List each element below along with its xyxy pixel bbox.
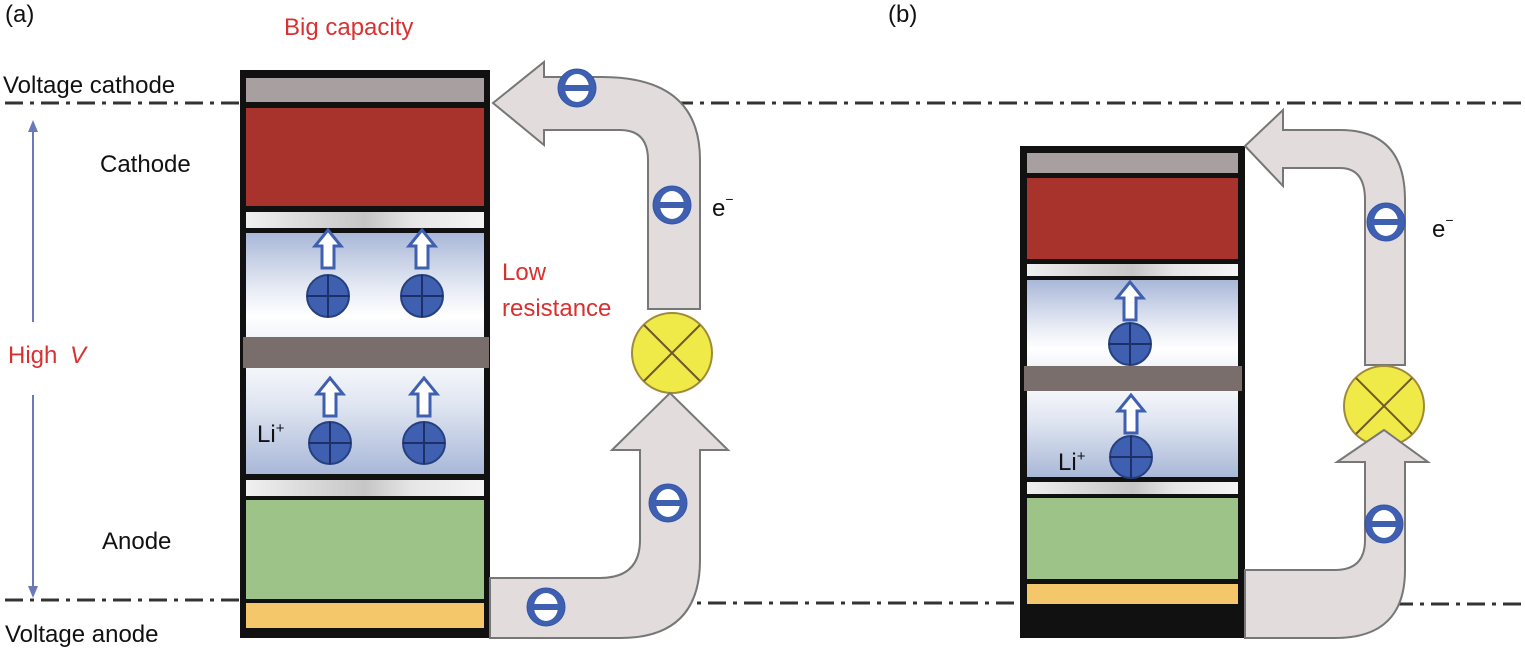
panel-a-label: (a) [5, 1, 34, 28]
electron-icon [648, 483, 688, 523]
high-v-label: High V [8, 342, 88, 369]
electron-icon [652, 185, 692, 225]
low-resistance-line2: resistance [502, 295, 611, 322]
li-ion-label-a: Li+ [257, 420, 285, 448]
electrolyte-top-a [246, 233, 484, 337]
anode-label: Anode [102, 528, 171, 555]
panel-a: (a) Big capacity Voltage cathode Cathode… [3, 1, 734, 648]
anode-layer-b [1027, 498, 1238, 579]
anode-collector-a [246, 603, 484, 628]
arrowhead-up-icon [28, 120, 38, 132]
binder-top-b [1027, 264, 1238, 276]
electron-icon [526, 587, 566, 627]
big-capacity-annotation: Big capacity [284, 14, 413, 41]
cathode-layer-b [1027, 178, 1238, 259]
anode-collector-b [1027, 584, 1238, 604]
anode-layer-a [246, 500, 484, 599]
binder-top-a [246, 212, 484, 228]
electron-flow-arrow-bottom-b [1244, 428, 1432, 639]
separator-b [1024, 366, 1242, 391]
li-ion-label-b: Li+ [1058, 448, 1086, 476]
binder-bottom-a [246, 480, 484, 496]
li-ion-icon [400, 274, 444, 318]
li-ion-icon [306, 274, 350, 318]
voltage-anode-label: Voltage anode [5, 621, 158, 648]
cathode-layer-a [246, 108, 484, 206]
bulb-icon-a [631, 312, 713, 394]
panel-b: (b) Li+ e− [888, 1, 1454, 639]
cathode-label: Cathode [100, 151, 191, 178]
electron-icon [1366, 202, 1406, 242]
li-ion-icon [1108, 322, 1152, 366]
electron-label-a: e− [712, 191, 734, 222]
arrowhead-down-icon [28, 586, 38, 598]
cathode-collector-b [1027, 153, 1238, 173]
electron-flow-arrow-top-a [491, 59, 701, 310]
electron-flow-arrow-bottom-a [489, 391, 731, 639]
electron-icon [557, 68, 597, 108]
low-resistance-line1: Low [502, 259, 547, 286]
separator-a [243, 337, 489, 368]
binder-bottom-b [1027, 482, 1238, 494]
li-ion-icon [402, 421, 446, 465]
voltage-cathode-label: Voltage cathode [3, 72, 175, 99]
electron-flow-arrow-top-b [1243, 107, 1406, 366]
electron-icon [1364, 504, 1404, 544]
electron-label-b: e− [1432, 212, 1454, 243]
li-ion-icon [1109, 435, 1153, 479]
cathode-collector-a [246, 78, 484, 102]
electrolyte-bottom-a [246, 368, 484, 474]
panel-b-label: (b) [888, 1, 917, 28]
li-ion-icon [308, 421, 352, 465]
